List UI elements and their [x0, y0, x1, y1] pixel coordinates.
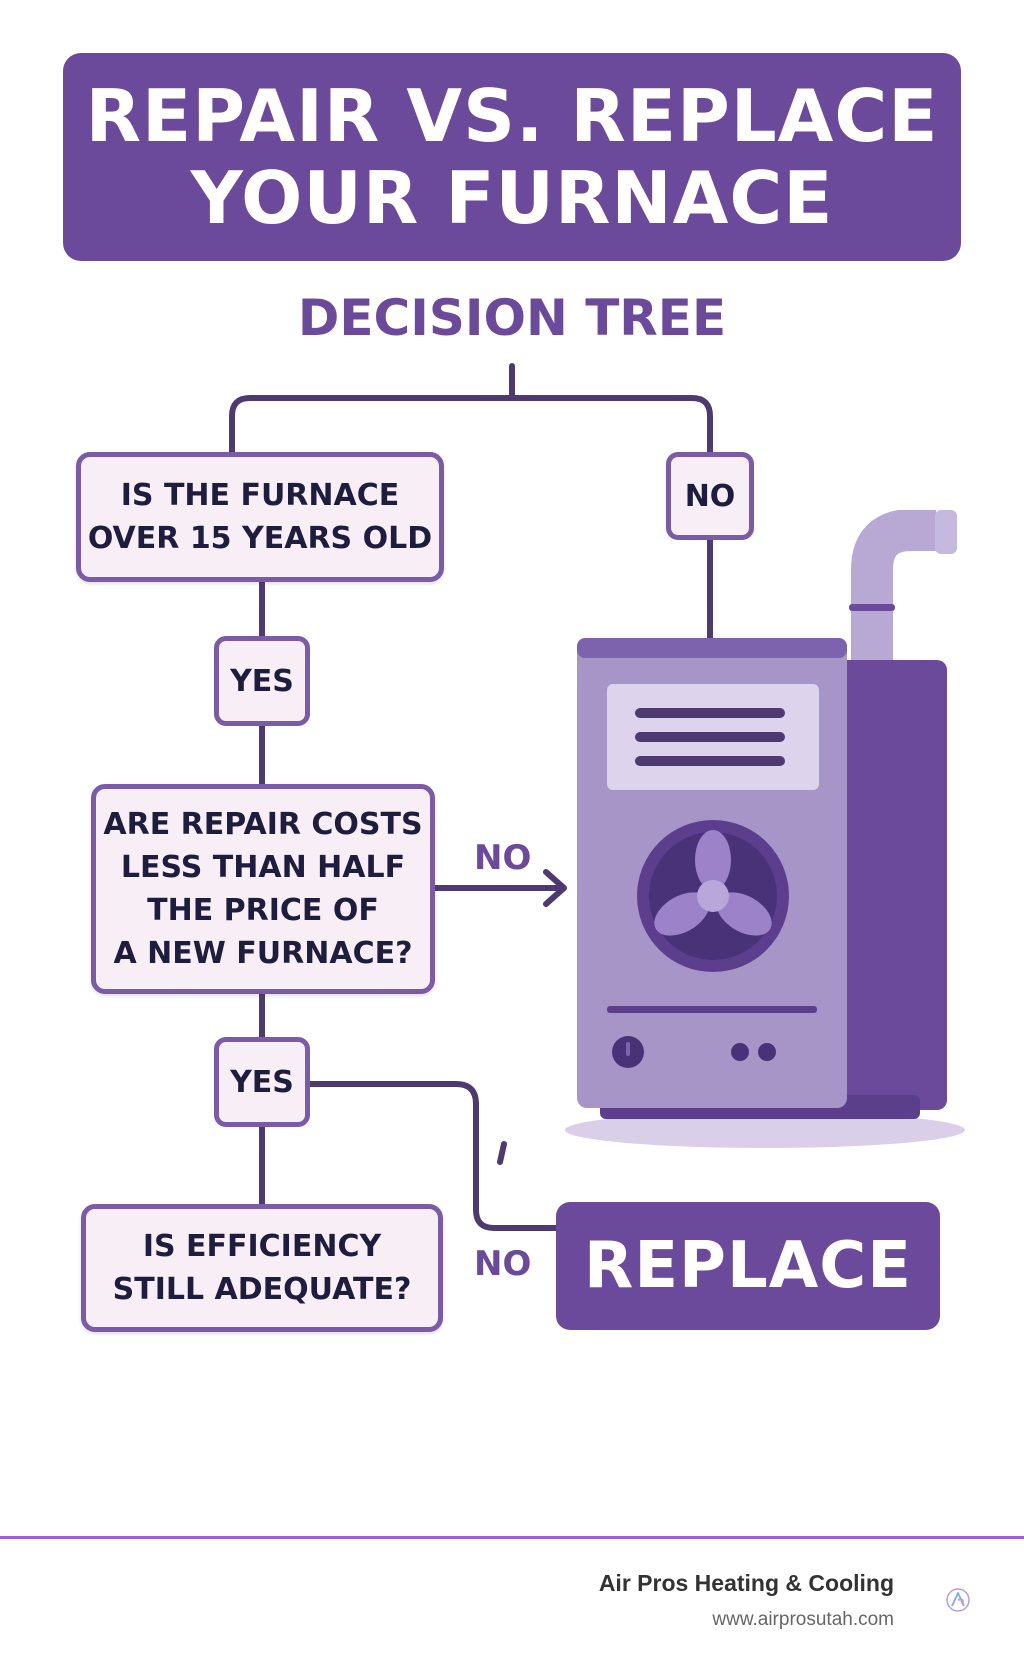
brand-logo-icon	[946, 1588, 970, 1612]
vent-slat	[635, 756, 785, 766]
efficiency-question-box: IS EFFICIENCY STILL ADEQUATE?	[81, 1204, 443, 1332]
replace-outcome-box: REPLACE	[556, 1202, 940, 1330]
fan-hub	[697, 880, 729, 912]
efficiency-question-line-1: IS EFFICIENCY	[142, 1229, 382, 1264]
footer-divider	[0, 1536, 1024, 1539]
control-knob-notch	[626, 1042, 630, 1056]
flue-pipe	[851, 510, 936, 670]
cost-question-box: ARE REPAIR COSTS LESS THAN HALF THE PRIC…	[91, 784, 435, 994]
replace-outcome-label: REPLACE	[584, 1229, 912, 1303]
cost-question-line-3: THE PRICE OF	[147, 893, 379, 928]
root-split-line	[229, 395, 713, 455]
title-banner: REPAIR VS. REPLACE YOUR FURNACE	[63, 53, 961, 261]
furnace-floor-shadow	[565, 1112, 965, 1148]
vent-slat	[635, 708, 785, 718]
title-line-1: REPAIR VS. REPLACE	[85, 74, 939, 158]
efficiency-question-line-2: STILL ADEQUATE?	[112, 1272, 412, 1307]
cost-yes-tag: YES	[214, 1037, 310, 1127]
furnace-illustration	[565, 510, 965, 1148]
age-question-line-1: IS THE FURNACE	[120, 478, 400, 513]
cost-yes-to-replace-line	[307, 1081, 559, 1231]
cost-yes-label: YES	[230, 1064, 294, 1100]
cost-no-label: NO	[474, 838, 532, 878]
footer-brand: Air Pros Heating & Cooling	[598, 1570, 894, 1596]
furnace-cabinet-top	[577, 638, 847, 658]
age-no-tag: NO	[666, 452, 754, 540]
subtitle: DECISION TREE	[297, 289, 727, 347]
cost-question-line-4: A NEW FURNACE?	[113, 936, 413, 971]
cost-question-line-1: ARE REPAIR COSTS	[103, 807, 423, 842]
age-yes-tag: YES	[214, 636, 310, 726]
vent-slat	[635, 732, 785, 742]
furnace-side-panel	[825, 660, 947, 1110]
title-line-2: YOUR FURNACE	[190, 156, 834, 240]
line-tick	[497, 1141, 507, 1165]
footer-url[interactable]: www.airprosutah.com	[712, 1609, 894, 1630]
age-question-line-2: OVER 15 YEARS OLD	[87, 521, 433, 556]
indicator-light	[758, 1043, 776, 1061]
indicator-light	[731, 1043, 749, 1061]
flue-pipe-band	[849, 604, 895, 611]
age-no-label: NO	[684, 478, 736, 514]
efficiency-no-label: NO	[474, 1244, 532, 1284]
cost-no-arrow-head	[543, 869, 567, 907]
flue-pipe-cap	[935, 510, 957, 554]
fan-blades	[654, 830, 772, 936]
cost-question-line-2: LESS THAN HALF	[120, 850, 406, 885]
control-strip	[607, 1006, 817, 1013]
age-yes-label: YES	[230, 663, 294, 699]
age-question-box: IS THE FURNACE OVER 15 YEARS OLD	[76, 452, 444, 582]
